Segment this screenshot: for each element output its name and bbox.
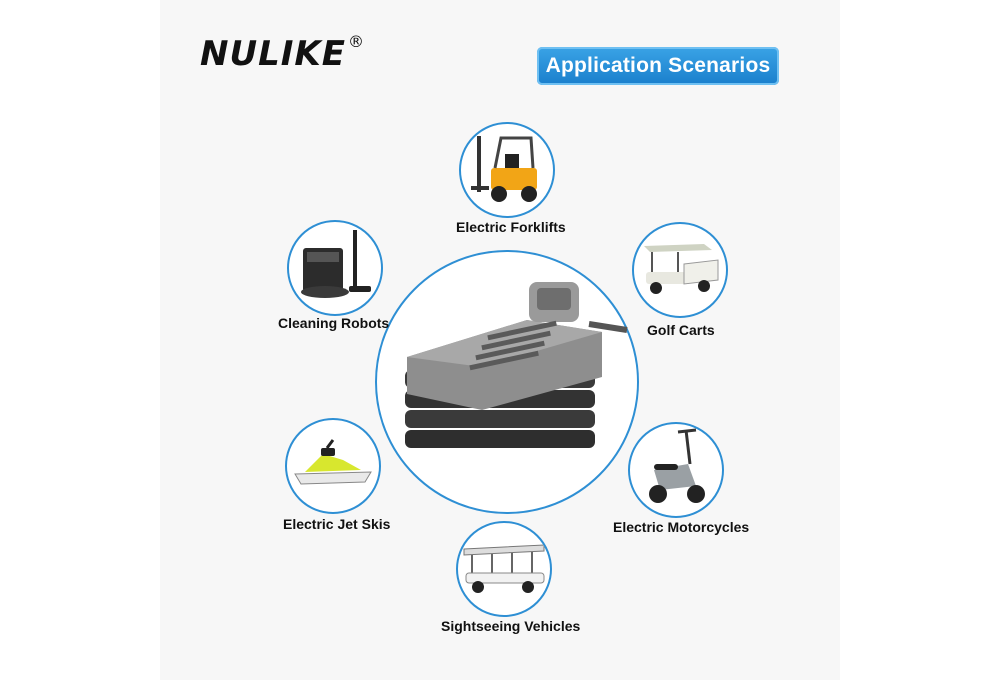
brand-name: NULIKE <box>200 34 346 74</box>
caption-sightseeing-vehicles: Sightseeing Vehicles <box>441 618 581 634</box>
motorcycle-icon <box>649 428 705 503</box>
caption-electric-jet-skis: Electric Jet Skis <box>283 516 391 532</box>
caption-cleaning-robots: Cleaning Robots <box>278 315 390 331</box>
golf-cart-icon <box>644 244 719 294</box>
sightseeing-vehicle-icon <box>463 544 545 593</box>
application-scenarios-banner: Application Scenarios <box>537 47 779 85</box>
cleaning-robot-image-circle <box>287 220 383 316</box>
charger-icon <box>405 282 628 448</box>
jet-ski-icon <box>294 439 372 485</box>
caption-golf-carts: Golf Carts <box>647 322 715 338</box>
charger-image-circle <box>375 250 639 514</box>
jet-ski-image-circle <box>285 418 381 514</box>
caption-electric-forklifts: Electric Forklifts <box>456 219 566 235</box>
sightseeing-vehicle-image-circle <box>456 521 552 617</box>
golf-cart-image-circle <box>632 222 728 318</box>
registered-mark: ® <box>347 32 365 51</box>
forklift-icon <box>471 136 537 202</box>
cleaning-robot-icon <box>301 230 371 298</box>
caption-electric-motorcycles: Electric Motorcycles <box>613 519 750 535</box>
brand-logo: NULIKE® <box>200 32 365 74</box>
forklift-image-circle <box>459 122 555 218</box>
motorcycle-image-circle <box>628 422 724 518</box>
